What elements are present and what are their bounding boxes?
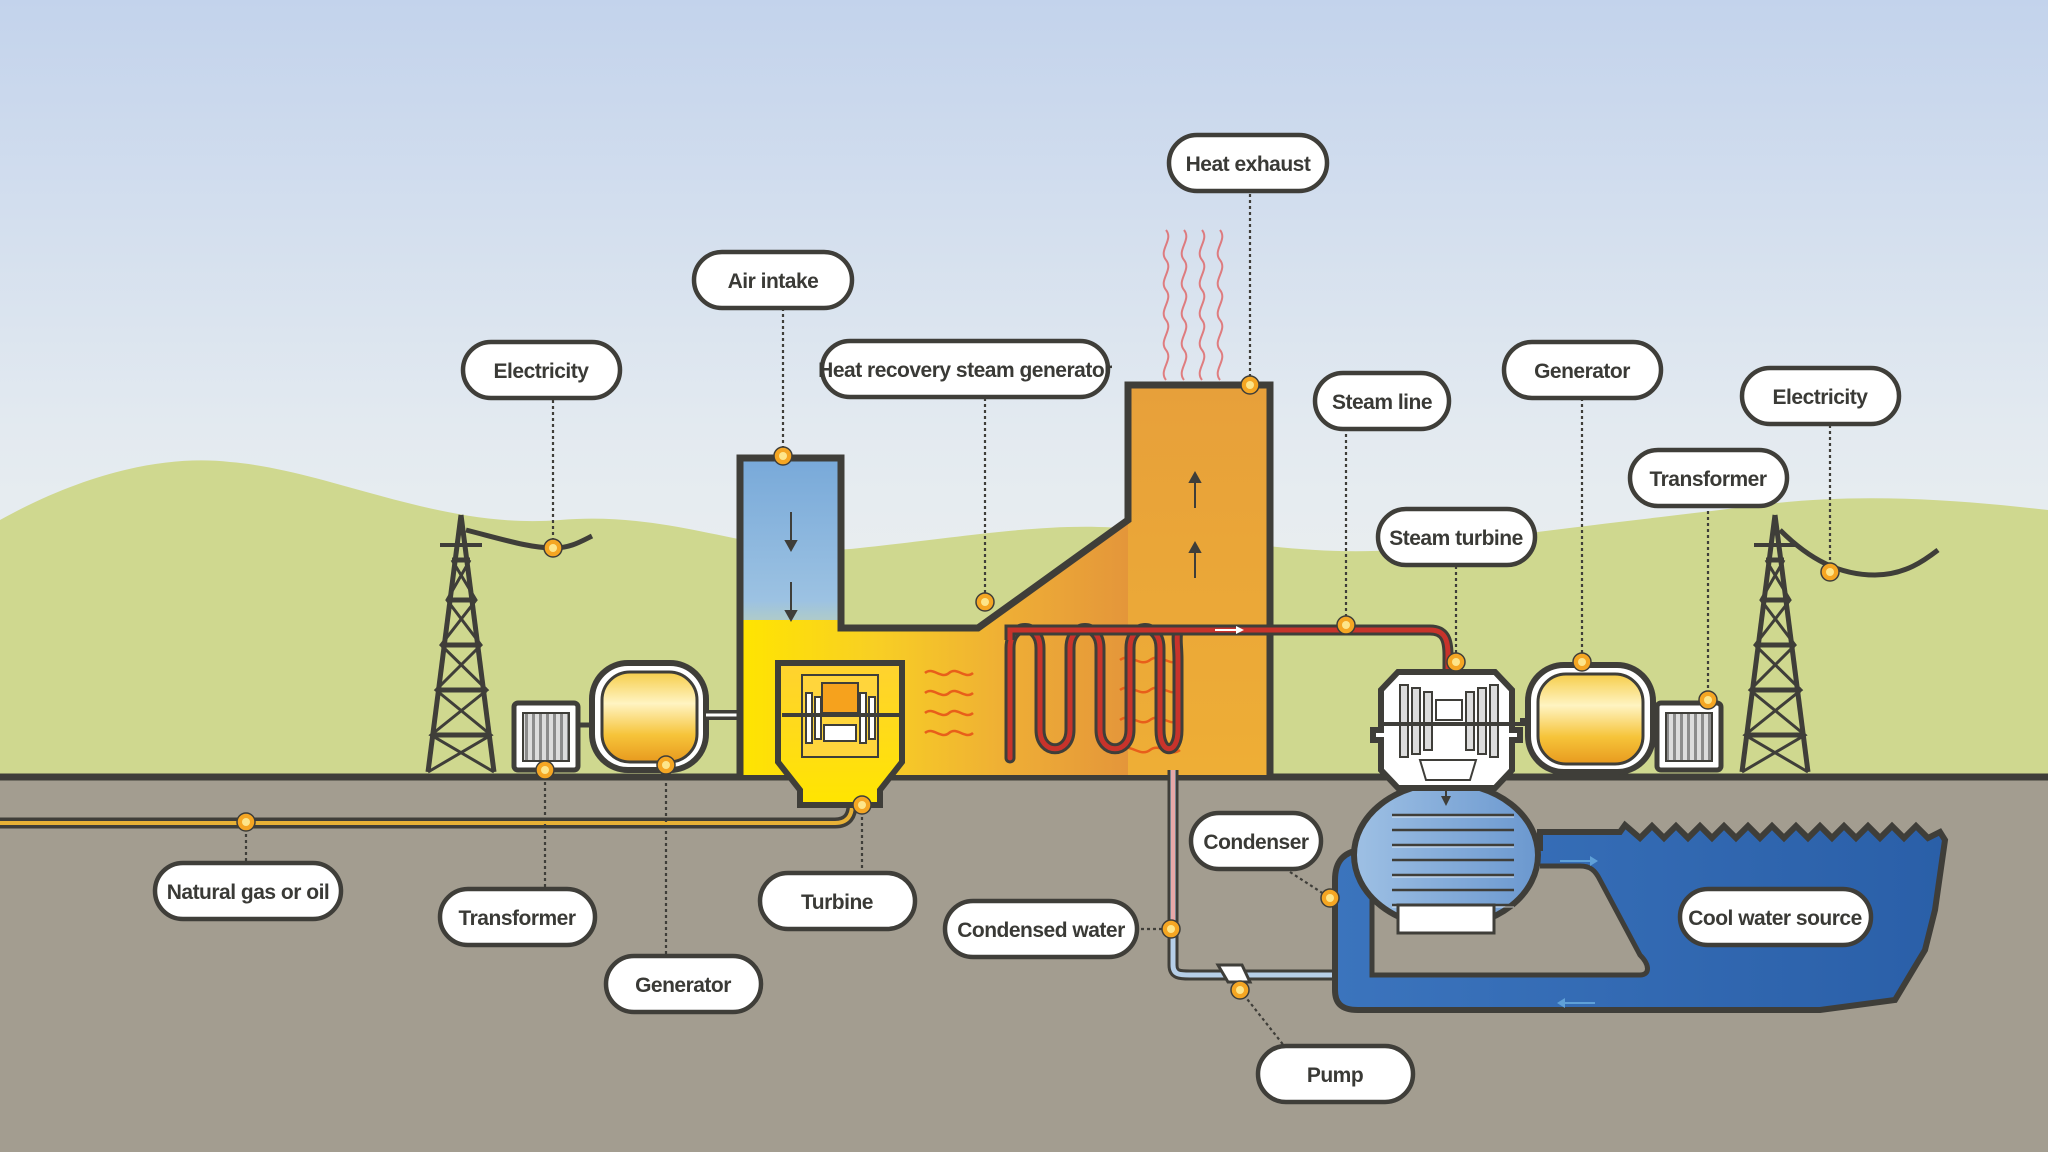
label-steam-line: Steam line (1312, 370, 1452, 432)
label-electricity-left: Electricity (460, 339, 623, 401)
transmission-tower-right (1739, 514, 1940, 774)
label-steam-turbine: Steam turbine (1375, 506, 1538, 568)
label-generator-right: Generator (1501, 339, 1664, 401)
transmission-tower-left (425, 514, 594, 774)
label-electricity-right: Electricity (1739, 365, 1902, 427)
label-turbine: Turbine (757, 870, 918, 932)
label-generator-right-text: Generator (1534, 360, 1630, 383)
transformer-right (1654, 700, 1724, 773)
hrsg-coil (1004, 623, 1184, 764)
label-natural-gas-text: Natural gas or oil (167, 881, 330, 904)
label-electricity-right-text: Electricity (1773, 386, 1869, 409)
label-transformer-left: Transformer (437, 886, 598, 948)
label-hrsg-text: Heat recovery steam generator (818, 359, 1112, 382)
generator-right (1525, 662, 1660, 775)
label-turbine-text: Turbine (801, 891, 873, 914)
gas-turbine (775, 660, 905, 808)
pump (1215, 963, 1253, 984)
label-pump: Pump (1255, 1043, 1416, 1105)
label-steam-turbine-text: Steam turbine (1389, 527, 1523, 550)
label-natural-gas: Natural gas or oil (152, 860, 344, 922)
generator-left (578, 660, 785, 773)
label-condenser-text: Condenser (1203, 831, 1309, 854)
label-hrsg: Heat recovery steam generator (818, 338, 1113, 400)
label-cool-water: Cool water source (1677, 886, 1874, 948)
label-condensed-water: Condensed water (942, 898, 1140, 960)
transformer-left (511, 700, 581, 773)
label-condensed-water-text: Condensed water (957, 919, 1125, 942)
leader-lines (244, 188, 1832, 1048)
label-pump-text: Pump (1307, 1064, 1363, 1087)
condenser (1351, 772, 1541, 935)
steam-line-pipe (1004, 624, 1454, 670)
label-transformer-right-text: Transformer (1649, 468, 1766, 491)
label-steam-line-text: Steam line (1332, 391, 1432, 414)
label-generator-left-text: Generator (635, 974, 731, 997)
label-cool-water-text: Cool water source (1688, 907, 1862, 930)
label-electricity-left-text: Electricity (494, 360, 590, 383)
label-transformer-right: Transformer (1627, 447, 1790, 509)
heat-exhaust-waves (1162, 229, 1224, 381)
connector-dots (236, 375, 1840, 1000)
label-air-intake-text: Air intake (728, 270, 819, 293)
label-heat-exhaust-text: Heat exhaust (1186, 153, 1311, 176)
label-transformer-left-text: Transformer (458, 907, 575, 930)
label-condenser: Condenser (1188, 810, 1324, 872)
label-air-intake: Air intake (691, 249, 855, 311)
gas-pipe (0, 804, 858, 829)
label-heat-exhaust: Heat exhaust (1166, 132, 1330, 194)
label-generator-left: Generator (603, 953, 764, 1015)
steam-turbine (1370, 669, 1530, 791)
